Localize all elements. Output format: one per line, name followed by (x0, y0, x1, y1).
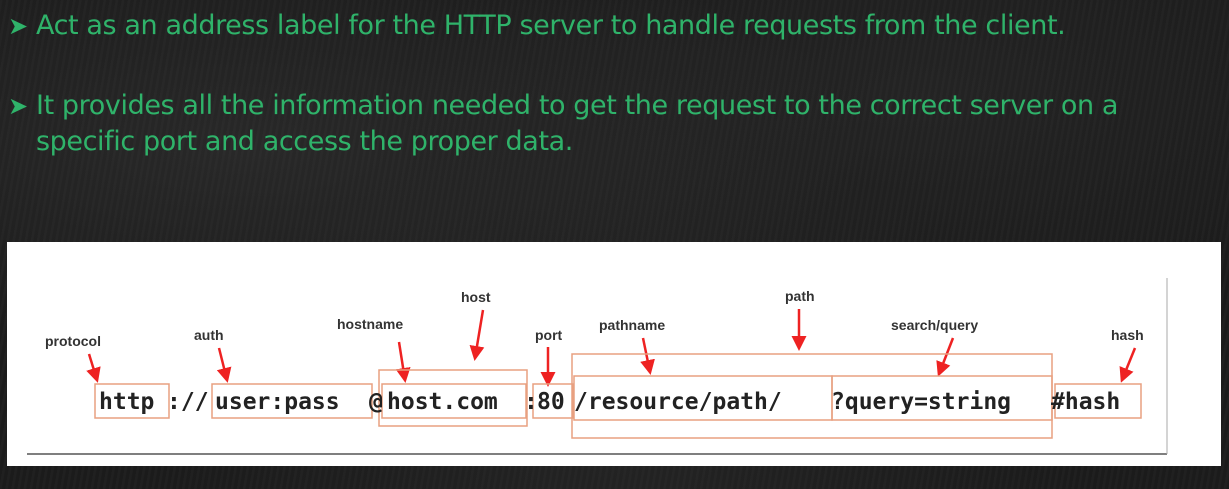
bullet-text: It provides all the information needed t… (36, 90, 1119, 157)
protocol-arrow (86, 353, 101, 383)
hash-arrow (1119, 347, 1137, 383)
search-query-box (831, 375, 1053, 421)
host-box (378, 369, 528, 427)
hostname-arrow (395, 341, 411, 383)
protocol-label: protocol (45, 333, 101, 349)
url-query: ?query=string (831, 389, 1011, 415)
pathname-label: pathname (599, 317, 665, 333)
search-query-arrow (936, 337, 955, 377)
url-separator: :// (167, 389, 209, 415)
path-label: path (785, 288, 815, 304)
auth-box (211, 383, 373, 419)
hostname-box (381, 383, 527, 419)
url-colon: : (524, 389, 538, 415)
hash-box (1054, 383, 1142, 419)
port-label: port (535, 327, 563, 343)
url-auth: user:pass (215, 389, 340, 415)
hash-label: hash (1111, 327, 1144, 343)
auth-label: auth (194, 327, 224, 343)
bullet-text: Act as an address label for the HTTP ser… (36, 10, 1066, 41)
url-port: 80 (537, 389, 565, 415)
host-arrow (469, 309, 485, 361)
pathname-arrow (640, 337, 655, 375)
protocol-box (94, 383, 170, 419)
url-at: @ (369, 389, 383, 415)
url-anatomy-diagram: protocol auth hostname host port pathnam… (7, 242, 1221, 466)
port-box (532, 383, 574, 419)
url-host: host.com (387, 389, 498, 415)
arrow-bullet-icon: ➤ (8, 12, 28, 40)
bullet-item: ➤ It provides all the information needed … (8, 88, 1216, 160)
url-diagram-svg: protocol auth hostname host port pathnam… (27, 278, 1168, 455)
url-hash: #hash (1051, 389, 1120, 415)
arrow-bullet-icon: ➤ (8, 92, 28, 120)
url-pathname: /resource/path/ (574, 389, 782, 415)
hostname-label: hostname (337, 316, 403, 332)
auth-arrow (216, 347, 232, 383)
bullet-item: ➤ Act as an address label for the HTTP se… (8, 8, 1066, 44)
search-query-label: search/query (891, 317, 978, 333)
host-label: host (461, 289, 491, 305)
url-protocol: http (99, 389, 154, 415)
